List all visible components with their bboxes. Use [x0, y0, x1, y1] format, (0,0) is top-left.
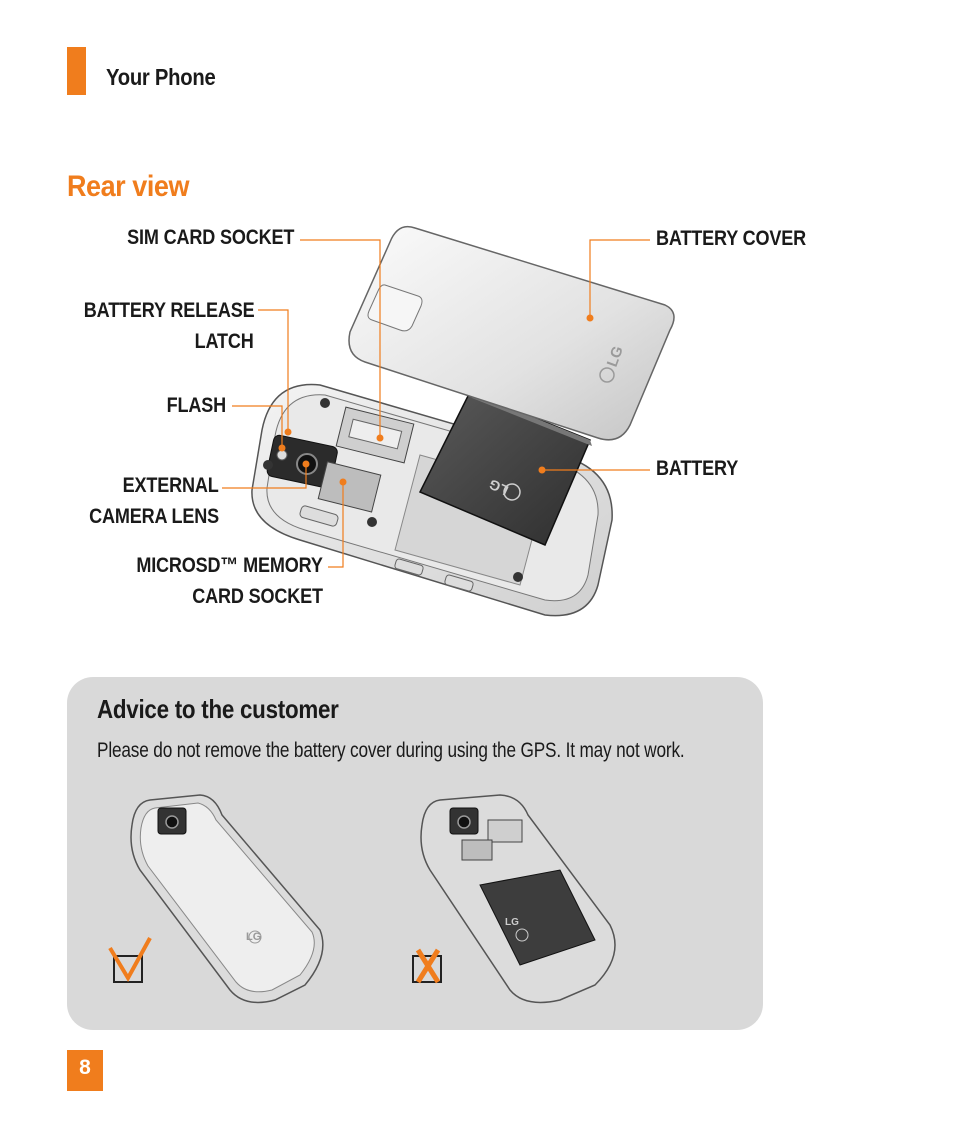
- phone-with-cover: LG: [130, 794, 324, 1004]
- check-icon: [108, 937, 152, 983]
- advice-text: Please do not remove the battery cover d…: [97, 739, 685, 762]
- callout-line-sim: [300, 239, 381, 438]
- label-microsd-socket-2: CARD SOCKET: [192, 585, 323, 608]
- cover-logo: LG: [604, 344, 627, 369]
- label-external-camera-lens-2: CAMERA LENS: [89, 505, 219, 528]
- label-battery-release-latch-2: LATCH: [195, 330, 254, 353]
- label-battery-cover: BATTERY COVER: [656, 227, 806, 250]
- label-flash: FLASH: [166, 394, 227, 417]
- microsd-socket: [317, 461, 382, 513]
- label-sim-card-socket: SIM CARD SOCKET: [126, 226, 294, 249]
- section-title: Your Phone: [106, 64, 216, 90]
- label-battery-release-latch-1: BATTERY RELEASE: [83, 299, 254, 322]
- svg-text:LG: LG: [505, 917, 519, 928]
- section-bar: [67, 47, 86, 95]
- battery-cover: LG: [348, 225, 675, 441]
- callout-line-cover: [589, 239, 650, 318]
- callout-dots: [278, 314, 594, 486]
- rear-view-diagram: LG LG: [222, 225, 675, 617]
- label-external-camera-lens-1: EXTERNAL: [123, 474, 219, 497]
- callout-lines: [222, 239, 650, 568]
- callout-line-microsd: [328, 482, 344, 568]
- page-number: 8: [79, 1056, 91, 1079]
- label-battery: BATTERY: [656, 457, 739, 480]
- x-icon: [412, 948, 442, 984]
- advice-title: Advice to the customer: [97, 694, 339, 724]
- page-number-bg: [67, 1050, 103, 1091]
- label-microsd-socket-1: MICROSD™ MEMORY: [136, 554, 324, 577]
- callout-line-latch: [258, 309, 289, 432]
- phone-without-cover: LG: [420, 794, 616, 1004]
- callout-line-flash: [232, 405, 283, 448]
- page-heading: Rear view: [67, 170, 190, 203]
- callout-line-lens: [222, 464, 307, 489]
